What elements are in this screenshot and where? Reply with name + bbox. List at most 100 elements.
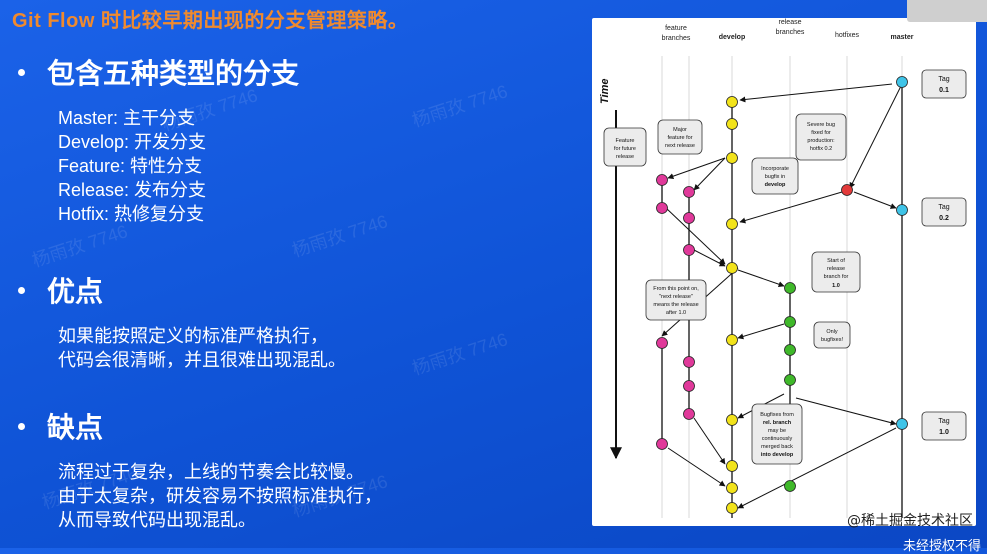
develop-commit xyxy=(726,482,738,494)
callout-text: continuously xyxy=(762,436,793,442)
callout-text: "next release" xyxy=(659,294,693,300)
callout-box xyxy=(795,113,847,161)
line-hotfix: Hotfix: 热修复分支 xyxy=(58,204,205,224)
column-label-feature: feature xyxy=(665,25,687,32)
feature-commit xyxy=(683,244,695,256)
site-watermark: @稀土掘金技术社区 xyxy=(847,513,973,529)
callout-text: Major xyxy=(673,127,687,133)
git-flow-diagram: feature branches develop release branche… xyxy=(592,18,976,526)
line-release: Release: 发布分支 xyxy=(58,180,207,200)
section-heading: 优点 xyxy=(47,276,104,307)
callout-text: Bugfixes from xyxy=(760,412,794,418)
callout-text: into develop xyxy=(761,452,794,458)
line-cons-2: 由于太复杂，研发容易不按照标准执行， xyxy=(58,486,382,506)
callout-text: release xyxy=(616,154,634,160)
callout-box xyxy=(645,279,707,321)
callout-text: fixed for xyxy=(811,130,831,136)
master-commit xyxy=(896,418,908,430)
time-label: Time xyxy=(599,79,611,104)
callout-text: Start of xyxy=(827,258,845,264)
develop-commit xyxy=(726,118,738,130)
release-commit xyxy=(784,374,796,386)
feature-commit xyxy=(683,380,695,392)
develop-commit xyxy=(726,414,738,426)
line-cons-1: 流程过于复杂，上线的节奏会比较慢。 xyxy=(58,462,364,482)
master-commit xyxy=(896,76,908,88)
tag-box xyxy=(921,69,967,99)
callout-box xyxy=(811,251,861,293)
section-lines: 流程过于复杂，上线的节奏会比较慢。 由于太复杂，研发容易不按照标准执行， 从而导… xyxy=(58,460,382,532)
feature-commit xyxy=(683,186,695,198)
line-master: Master: 主干分支 xyxy=(58,108,196,128)
hotfix-commit xyxy=(841,184,853,196)
callout-text: may be xyxy=(768,428,786,434)
feature-commit xyxy=(656,337,668,349)
line-develop: Develop: 开发分支 xyxy=(58,132,207,152)
section-cons: 缺点 流程过于复杂，上线的节奏会比较慢。 由于太复杂，研发容易不按照标准执行， … xyxy=(18,406,382,532)
column-label-release-branches: branches xyxy=(776,29,805,36)
footer-caption: 未经授权不得 xyxy=(902,538,981,553)
callout-text: next release xyxy=(665,143,695,149)
feature-commit xyxy=(656,202,668,214)
tag-version: 0.1 xyxy=(939,87,949,94)
tag-label: Tag xyxy=(938,204,949,211)
bullet-icon xyxy=(18,68,25,76)
callout-text: Only xyxy=(826,329,838,335)
tag-box xyxy=(921,411,967,441)
column-label-release: release xyxy=(779,19,802,26)
callout-box xyxy=(813,321,851,349)
callout-text: production: xyxy=(807,138,835,144)
section-branch-types: 包含五种类型的分支 Master: 主干分支 Develop: 开发分支 Fea… xyxy=(18,52,299,226)
callout-box xyxy=(657,119,703,155)
callout-box xyxy=(751,403,803,465)
git-flow-svg: feature branches develop release branche… xyxy=(599,19,967,518)
watermark: 杨雨孜 7746 xyxy=(409,81,511,131)
callout-text: bugfixes! xyxy=(821,337,843,343)
callout-text: hotfix 0.2 xyxy=(810,146,832,152)
callout-text: merged back xyxy=(761,444,793,450)
callout-text: develop xyxy=(765,182,786,188)
section-lines: Master: 主干分支 Develop: 开发分支 Feature: 特性分支… xyxy=(58,106,299,226)
callout-text: branch for xyxy=(824,274,849,280)
line-feature: Feature: 特性分支 xyxy=(58,156,203,176)
release-commit xyxy=(784,316,796,328)
feature-commit xyxy=(683,408,695,420)
feature-commit xyxy=(656,174,668,186)
section-heading: 包含五种类型的分支 xyxy=(47,58,300,89)
bullet-icon xyxy=(18,286,25,294)
callout-text: release xyxy=(827,266,845,272)
release-commit xyxy=(784,344,796,356)
develop-commit xyxy=(726,152,738,164)
callout-text: rel. branch xyxy=(763,420,792,426)
callout-box xyxy=(751,157,799,195)
develop-commit xyxy=(726,262,738,274)
callout-text: after 1.0 xyxy=(666,310,686,316)
slide-title: Git Flow 时比较早期出现的分支管理策略。 xyxy=(12,10,409,32)
tag-version: 1.0 xyxy=(939,429,949,436)
callout-box xyxy=(603,127,647,167)
section-heading: 缺点 xyxy=(47,412,104,443)
watermark: 杨雨孜 7746 xyxy=(409,329,511,379)
watermark: 杨雨孜 7746 xyxy=(289,211,391,261)
camera-overlay xyxy=(907,0,987,22)
develop-commit xyxy=(726,502,738,514)
callout-text: feature for xyxy=(667,135,692,141)
release-commit xyxy=(784,480,796,492)
column-label-develop: develop xyxy=(719,34,745,41)
column-label-branches: branches xyxy=(662,35,691,42)
column-label-hotfixes: hotfixes xyxy=(835,32,860,39)
column-label-master: master xyxy=(891,34,914,41)
callout-text: Severe bug xyxy=(807,122,835,128)
tag-label: Tag xyxy=(938,76,949,83)
callout-text: bugfix in xyxy=(765,174,786,180)
develop-commit xyxy=(726,96,738,108)
callout-text: Incorporate xyxy=(761,166,789,172)
feature-commit xyxy=(683,356,695,368)
tag-label: Tag xyxy=(938,418,949,425)
callout-text: for future xyxy=(614,146,636,152)
bullet-icon xyxy=(18,422,25,430)
line-cons-3: 从而导致代码出现混乱。 xyxy=(58,510,256,530)
callout-text: Feature xyxy=(616,138,635,144)
section-lines: 如果能按照定义的标准严格执行， 代码会很清晰，并且很难出现混乱。 xyxy=(58,324,346,372)
master-commit xyxy=(896,204,908,216)
